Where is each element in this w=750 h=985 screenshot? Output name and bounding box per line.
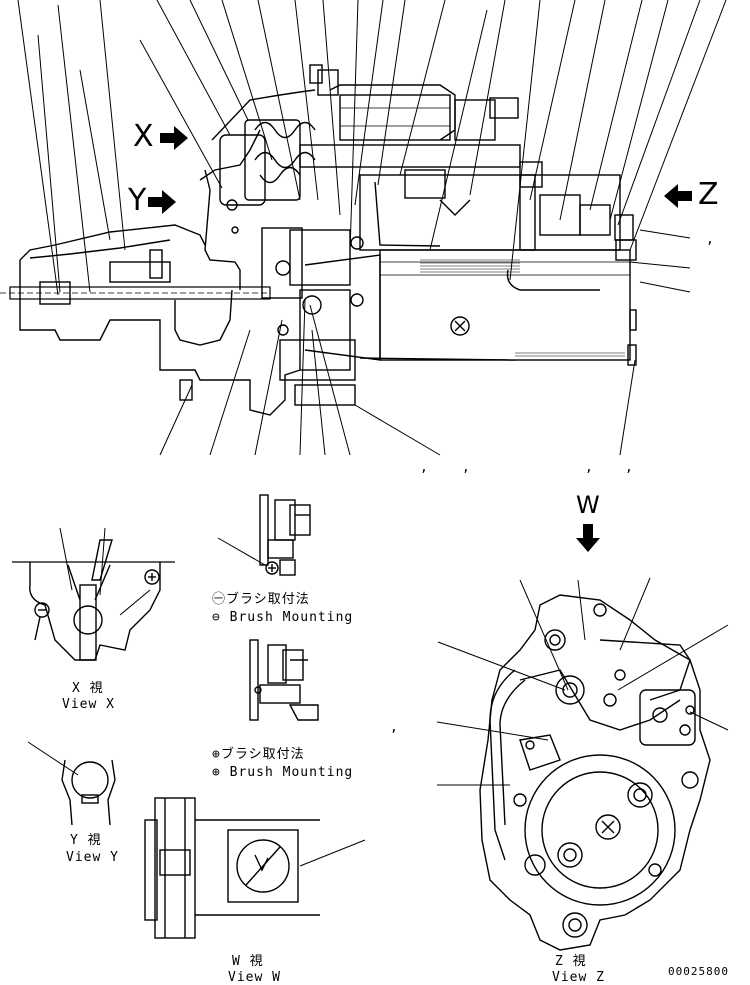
view-marker-w: W (576, 491, 600, 519)
brush-mounting-minus-sketch (217, 494, 311, 576)
separator-comma: , (390, 720, 398, 735)
arrow-left-icon (664, 184, 692, 212)
brush-minus-caption-jp: ㊀ブラシ取付法 (212, 592, 310, 607)
leader-lines-bottom (159, 229, 691, 456)
view-marker-y: Y (128, 183, 147, 218)
view-z-caption-jp: Z 視 (555, 954, 587, 969)
view-x-caption-jp: X 視 (72, 681, 104, 696)
separator-comma: , (706, 232, 714, 247)
view-y-caption-jp: Y 視 (70, 833, 102, 848)
separator-comma: , (462, 460, 470, 475)
view-w-sketch (144, 797, 366, 939)
separator-comma: , (585, 460, 593, 475)
drawing-number: 00025800 (668, 965, 729, 978)
view-z-caption-en: View Z (552, 970, 605, 985)
view-y-sketch (27, 741, 116, 826)
arrow-down-icon (576, 524, 600, 556)
brush-minus-caption-en: ⊖ Brush Mounting (212, 610, 354, 625)
brush-plus-caption-en: ⊕ Brush Mounting (212, 765, 354, 780)
brush-mounting-plus-sketch (249, 639, 319, 721)
arrow-right-icon (160, 126, 188, 154)
view-y-caption-en: View Y (66, 850, 119, 865)
view-x-caption-en: View X (62, 697, 115, 712)
view-marker-x: X (133, 119, 154, 154)
view-z-sketch (436, 577, 729, 951)
view-w-caption-en: View W (228, 970, 281, 985)
leader-lines-top (17, 0, 727, 296)
view-x-sketch (12, 527, 175, 661)
arrow-right-icon (148, 190, 176, 218)
separator-comma: , (625, 460, 633, 475)
main-section-view (0, 64, 637, 416)
view-marker-z: Z (698, 177, 719, 212)
separator-comma: , (420, 460, 428, 475)
view-w-caption-jp: W 視 (232, 954, 264, 969)
brush-plus-caption-jp: ⊕ブラシ取付法 (212, 747, 305, 762)
